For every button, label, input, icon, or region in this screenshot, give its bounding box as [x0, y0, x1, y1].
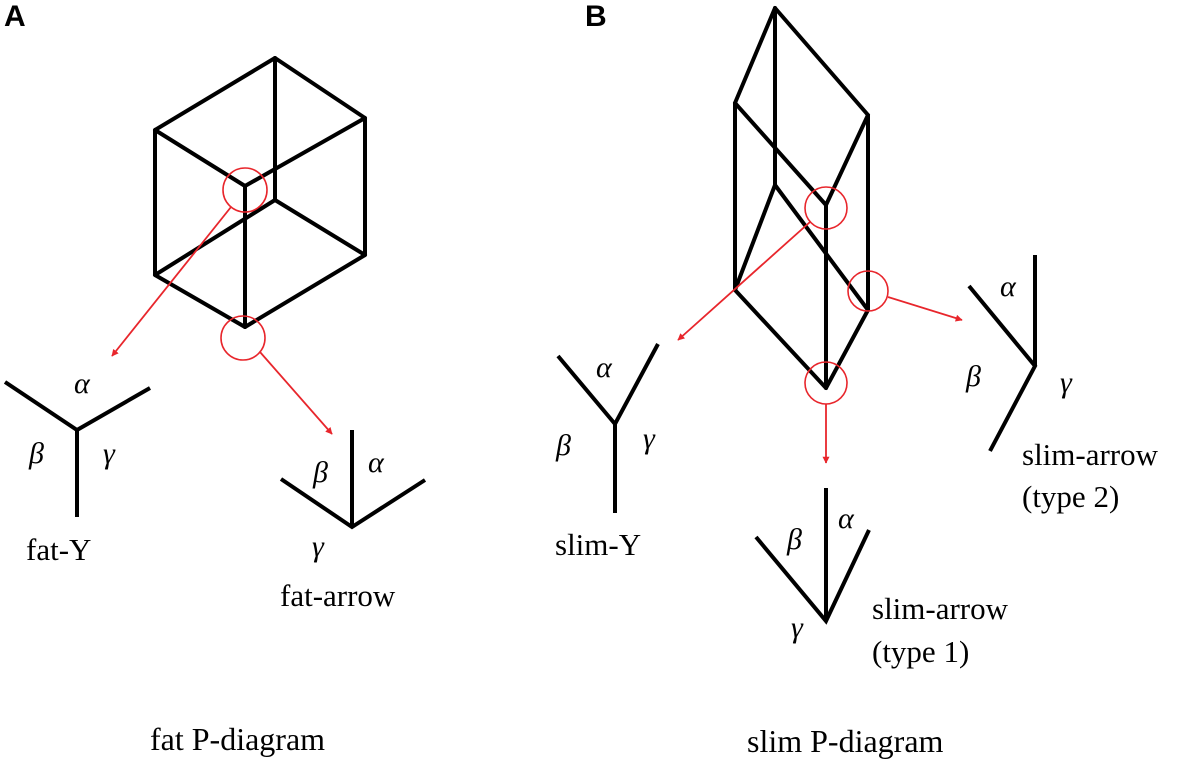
fat-arrow-pointer-arrow: [259, 351, 333, 435]
slim-arrow-type2-junction: α β γ slim-arrow (type 2): [965, 255, 1159, 514]
slim-box-back-edges: [733, 6, 870, 312]
panel-b-letter: B: [585, 0, 607, 33]
fat-y-corner-marker: [222, 167, 268, 213]
fat-arrow-beta-label: β: [312, 456, 328, 489]
fat-y-lines: [3, 380, 151, 517]
slim-arrow-type1-gamma-label: γ: [791, 611, 804, 644]
slim-arrow-type2-pointer-arrow: [887, 296, 963, 322]
panel-a: A α β γ fat-Y β α γ fat-arrow fa: [3, 0, 427, 757]
fat-arrow-name-label: fat-arrow: [280, 578, 396, 613]
fat-arrow-corner-marker: [220, 315, 266, 361]
slim-arrow-type1-name-label: slim-arrow: [872, 591, 1009, 626]
slim-arrow-type2-corner-marker: [847, 270, 889, 312]
slim-y-junction: α β γ slim-Y: [555, 343, 660, 562]
slim-box-front-edges: [733, 101, 870, 390]
fat-y-name-label: fat-Y: [26, 532, 91, 567]
panel-a-letter: A: [4, 0, 26, 33]
slim-arrow-type2-lines: [967, 255, 1038, 452]
slim-arrow-type2-alpha-label: α: [1000, 270, 1017, 303]
slim-y-pointer-arrow: [677, 221, 811, 341]
cube-back-edges: [153, 56, 367, 277]
fat-y-alpha-label: α: [74, 367, 91, 400]
fat-arrow-junction: β α γ fat-arrow: [279, 430, 427, 613]
fat-y-gamma-label: γ: [103, 437, 116, 470]
cube-outer-hexagon: [153, 56, 367, 329]
slim-arrow-type2-gamma-label: γ: [1060, 366, 1073, 399]
fat-cube: [153, 56, 367, 329]
panel-a-caption: fat P-diagram: [150, 721, 325, 757]
fat-y-pointer-arrow: [111, 206, 232, 357]
slim-arrow-type1-junction: β α γ slim-arrow (type 1): [754, 488, 1009, 669]
fat-arrow-alpha-label: α: [368, 446, 385, 479]
slim-y-corner-marker: [804, 186, 848, 230]
fat-arrow-gamma-label: γ: [312, 530, 325, 563]
slim-y-beta-label: β: [555, 429, 571, 462]
slim-y-lines: [556, 343, 660, 513]
slim-box: [733, 6, 870, 390]
slim-arrow-type2-beta-label: β: [965, 360, 981, 393]
fat-y-beta-label: β: [28, 437, 44, 470]
slim-y-alpha-label: α: [596, 351, 613, 384]
panel-b: B α β γ slim-Y β α γ slim-arrow: [555, 0, 1159, 759]
slim-arrow-type1-lines: [754, 488, 871, 625]
slim-arrow-type2-subtype-label: (type 2): [1022, 479, 1119, 514]
slim-arrow-type1-alpha-label: α: [838, 502, 855, 535]
slim-y-name-label: slim-Y: [555, 527, 641, 562]
fat-arrow-lines: [279, 430, 427, 530]
slim-arrow-type1-subtype-label: (type 1): [872, 634, 969, 669]
slim-arrow-type1-beta-label: β: [786, 523, 802, 556]
slim-box-outer-outline: [733, 6, 870, 390]
cube-front-edges: [153, 116, 367, 329]
panel-b-caption: slim P-diagram: [747, 723, 944, 759]
slim-arrow-type2-name-label: slim-arrow: [1022, 437, 1159, 472]
fat-y-junction: α β γ fat-Y: [3, 367, 151, 567]
slim-y-gamma-label: γ: [643, 422, 656, 455]
